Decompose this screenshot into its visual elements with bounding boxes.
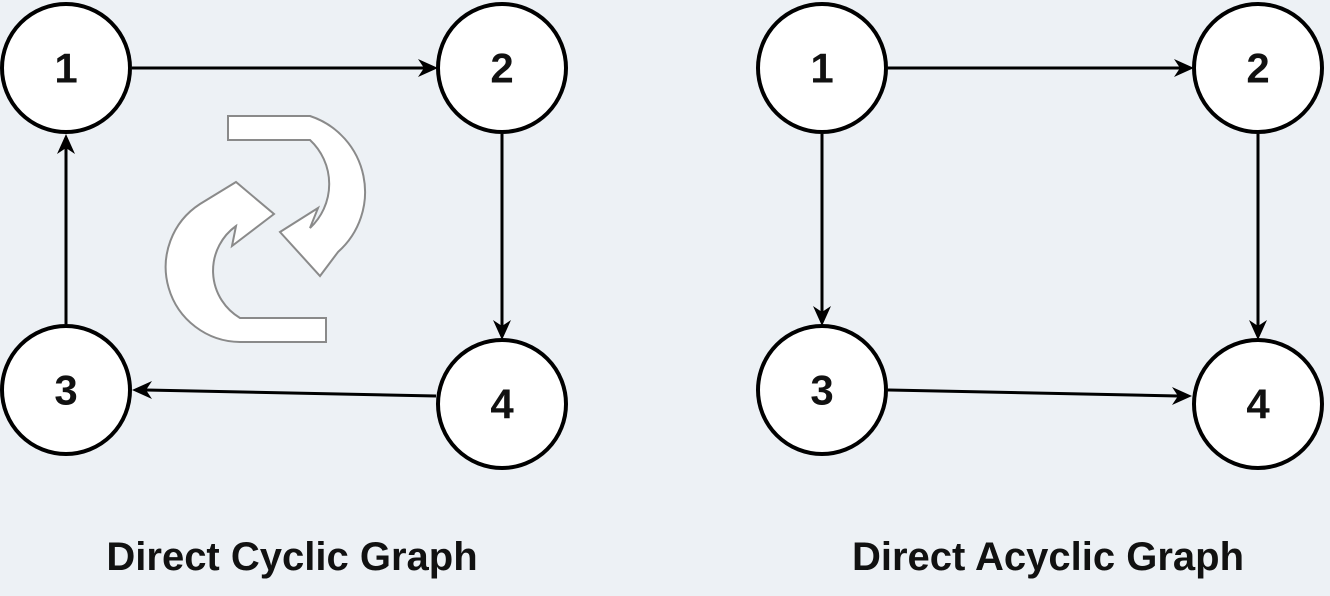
acyclic-node-3: 3 — [756, 324, 888, 456]
edge-4-to-3 — [132, 381, 437, 399]
cyclic-graph: 1 2 3 4 Direct Cyclic Graph — [0, 2, 568, 579]
acyclic-graph-edges — [813, 59, 1267, 405]
acyclic-graph: 1 2 3 4 Direct Acyclic Graph — [756, 2, 1324, 579]
cyclic-node-1: 1 — [0, 2, 132, 134]
edge-2-to-4 — [1249, 134, 1267, 340]
acyclic-node-1: 1 — [756, 2, 888, 134]
acyclic-graph-caption: Direct Acyclic Graph — [852, 535, 1244, 579]
acyclic-node-2-label: 2 — [1246, 45, 1269, 92]
acyclic-node-2: 2 — [1192, 2, 1324, 134]
cyclic-node-2: 2 — [436, 2, 568, 134]
acyclic-node-4-label: 4 — [1246, 381, 1270, 428]
cyclic-node-1-label: 1 — [54, 45, 77, 92]
edge-3-to-1 — [57, 134, 75, 324]
edge-1-to-2 — [132, 59, 438, 77]
cyclic-node-2-label: 2 — [490, 45, 513, 92]
acyclic-node-3-label: 3 — [810, 367, 833, 414]
cyclic-node-3-label: 3 — [54, 367, 77, 414]
edge-1-to-3 — [813, 134, 831, 326]
cyclic-node-4-label: 4 — [490, 381, 514, 428]
edge-1-to-2 — [888, 59, 1194, 77]
acyclic-node-4: 4 — [1192, 338, 1324, 470]
acyclic-graph-nodes: 1 2 3 4 — [756, 2, 1324, 470]
cyclic-node-3: 3 — [0, 324, 132, 456]
cyclic-node-4: 4 — [436, 338, 568, 470]
cycle-arrows-icon — [164, 115, 367, 343]
edge-2-to-4 — [493, 134, 511, 340]
edge-3-to-4 — [887, 387, 1192, 405]
acyclic-node-1-label: 1 — [810, 45, 833, 92]
cyclic-graph-caption: Direct Cyclic Graph — [106, 535, 477, 579]
cyclic-graph-edges — [57, 59, 511, 399]
cyclic-graph-nodes: 1 2 3 4 — [0, 2, 568, 470]
